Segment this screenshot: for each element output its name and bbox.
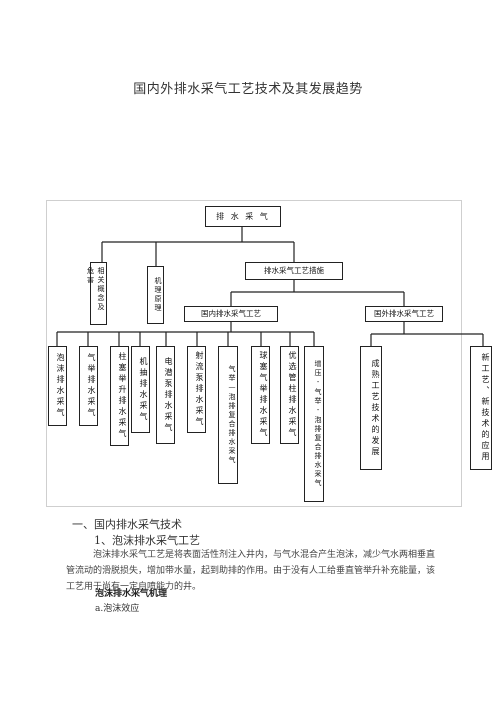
body-paragraph: 泡沫排水采气工艺是将表面活性剂注入井内，与气水混合产生泡沫，减少气水两相垂直管流… [66,550,436,592]
node-measures: 排水采气工艺措施 [245,262,343,280]
domestic-item-4: 机抽排水采气 [131,346,150,433]
node-principle: 机理原理 [147,266,164,324]
node-concept: 相关概念及危害 [87,262,107,325]
node-foreign: 国外排水采气工艺 [365,306,443,322]
foreign-item-2: 新工艺、新技术的应用 [470,346,492,470]
section-heading: 一、国内排水采气技术 [72,518,182,531]
domestic-item-8: 球塞气举排水采气 [251,346,270,444]
root-node: 排 水 采 气 [205,206,281,227]
node-domestic: 国内排水采气工艺 [184,306,278,322]
figure-frame [46,200,462,507]
subsection-heading: 1、泡沫排水采气工艺 [94,534,200,547]
foreign-item-1: 成熟工艺技术的发展 [360,346,382,470]
page-title: 国内外排水采气工艺技术及其发展趋势 [133,82,363,97]
domestic-item-10: 增压-气举-泡排复合排水采气 [304,346,324,502]
domestic-item-7: 气举—泡排复合排水采气 [218,346,238,484]
domestic-item-5: 电潜泵排水采气 [156,346,175,444]
bold-heading: 泡沫排水采气机理 [95,589,168,599]
domestic-item-3: 柱塞举升排水采气 [110,346,129,446]
list-item-a: a.泡沫效应 [95,604,140,614]
domestic-item-2: 气举排水采气 [79,346,98,426]
domestic-item-1: 泡沫排水采气 [48,346,67,426]
domestic-item-9: 优选管柱排水采气 [280,346,299,444]
domestic-item-6: 射流泵排水采气 [187,346,206,433]
